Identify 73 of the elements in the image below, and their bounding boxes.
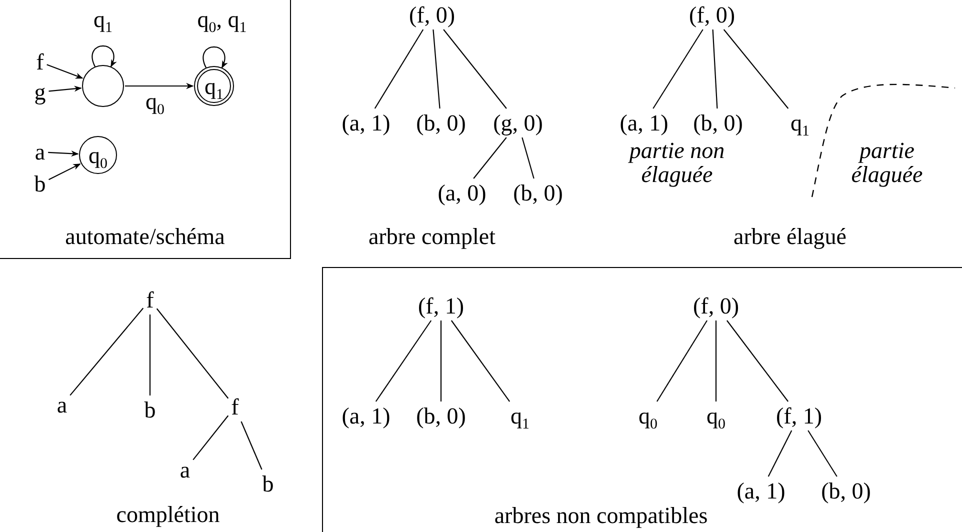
- tree-node-label: q$_{1}$: [790, 112, 810, 134]
- panel-frame: [0, 0, 291, 259]
- tree-node-label: (a, 1): [736, 480, 786, 502]
- tree-node-label: b: [262, 472, 274, 496]
- tree-node-label: (f, 0): [689, 4, 735, 26]
- branch-line: [70, 308, 144, 396]
- tree-node-label: (a, 1): [342, 404, 390, 428]
- loop-arrow: [92, 45, 116, 68]
- region-note: partie élaguée: [850, 138, 924, 188]
- caption-text: arbre complet: [368, 224, 496, 250]
- tree-node-label: (g, 0): [493, 112, 543, 134]
- tree-node-label: (b, 0): [693, 112, 743, 134]
- arrow: [48, 163, 81, 180]
- branch-line: [715, 320, 717, 402]
- branch-line: [149, 314, 151, 396]
- tree-node-label: (b, 0): [821, 480, 871, 502]
- branch-line: [156, 308, 229, 399]
- input-symbol: f: [36, 50, 44, 74]
- branch-line: [726, 320, 788, 402]
- caption-text: arbre élagué: [734, 224, 846, 250]
- branch-line: [374, 29, 424, 109]
- tree-node-label: (f, 1): [418, 294, 464, 318]
- tree-node-label: (a, 0): [438, 182, 486, 204]
- arrow: [48, 86, 82, 92]
- edge-label: q$_{1}$: [94, 8, 112, 32]
- state-circle: [82, 65, 124, 107]
- tree-node-label: q$_{1}$: [510, 404, 530, 428]
- tree-node-label: f: [231, 396, 239, 418]
- arrow: [48, 150, 79, 157]
- caption-text: complétion: [116, 502, 220, 528]
- tree-node-label: (f, 0): [409, 4, 455, 26]
- tree-node-label: f: [146, 288, 154, 312]
- branch-line: [656, 320, 708, 402]
- branch-line: [440, 320, 442, 402]
- tree-node-label: (a, 1): [342, 112, 390, 134]
- tree-node-label: (b, 0): [416, 404, 466, 428]
- arrow: [46, 64, 84, 79]
- branch-line: [652, 29, 704, 109]
- edge-label: q$_{0}$, q$_{1}$: [197, 8, 247, 32]
- loop-arrow: [202, 46, 228, 68]
- tree-node-label: q$_{0}$: [638, 404, 658, 428]
- tree-node-label: (a, 1): [620, 112, 668, 134]
- branch-line: [432, 29, 440, 109]
- tree-node-label: a: [56, 394, 68, 416]
- input-symbol: g: [34, 80, 46, 104]
- tree-node-label: q$_{0}$: [706, 404, 726, 428]
- panel-frame: [322, 267, 962, 532]
- branch-line: [522, 137, 534, 179]
- arrow: [125, 82, 194, 90]
- tree-node-label: (f, 1): [776, 404, 822, 428]
- branch-line: [450, 320, 510, 402]
- panel-caption: arbres non compatibles: [494, 504, 708, 528]
- branch-line: [768, 430, 792, 477]
- input-symbol: a: [34, 140, 46, 164]
- tree-node-label: a: [180, 458, 190, 482]
- branch-line: [443, 29, 507, 109]
- branch-line: [192, 415, 229, 460]
- branch-line: [375, 320, 432, 402]
- tree-node-label: (b, 0): [416, 112, 466, 134]
- branch-line: [473, 137, 507, 179]
- tree-node-label: b: [144, 398, 156, 422]
- edge-label: q$_{0}$: [146, 90, 164, 114]
- input-symbol: b: [34, 172, 46, 196]
- branch-line: [712, 29, 718, 109]
- branch-line: [240, 421, 262, 470]
- state-circle: q$_{0}$: [79, 136, 117, 174]
- region-note: partie non élaguée: [627, 138, 726, 188]
- accepting-state-circle: q$_{1}$: [194, 66, 234, 106]
- tree-node-label: (f, 0): [693, 294, 739, 318]
- branch-line: [808, 430, 838, 477]
- tree-node-label: (b, 0): [513, 182, 563, 204]
- branch-line: [723, 29, 789, 109]
- panel-caption: automate/schéma: [65, 224, 225, 250]
